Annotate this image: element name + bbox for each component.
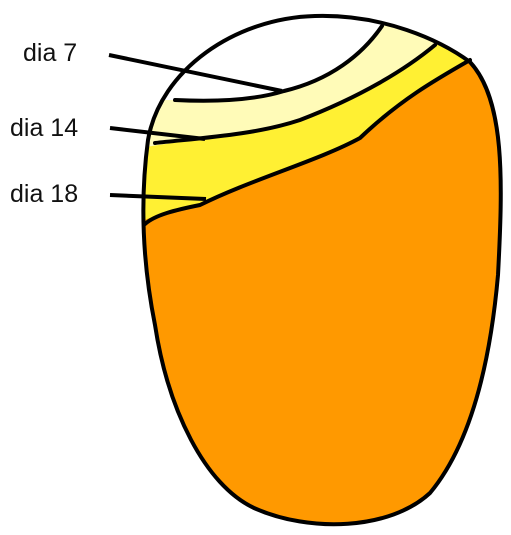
label-day18: dia 18	[10, 180, 78, 208]
label-day14: dia 14	[10, 114, 78, 142]
label-day7: dia 7	[23, 39, 77, 67]
